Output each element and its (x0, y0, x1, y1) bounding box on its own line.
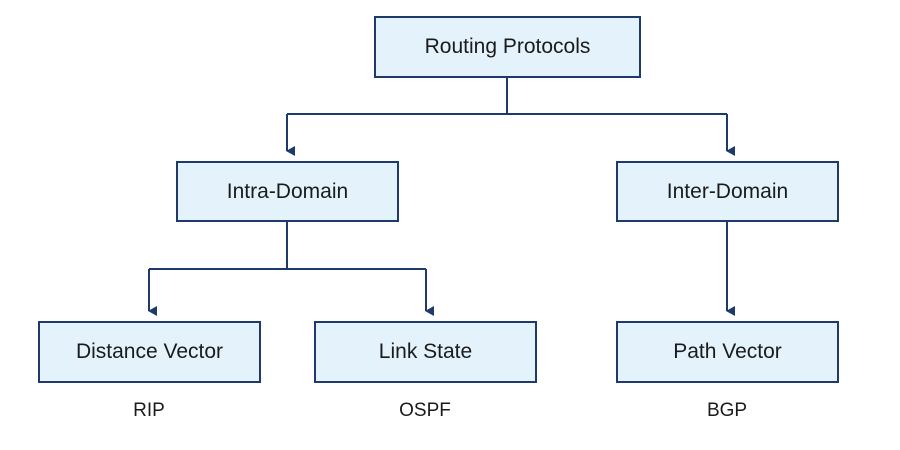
node-link-state: Link State (314, 321, 537, 383)
node-inter-domain-label: Inter-Domain (666, 179, 789, 203)
node-routing-protocols-label: Routing Protocols (424, 35, 591, 58)
node-intra-domain-label: Intra-Domain (226, 179, 349, 203)
example-rip: RIP (133, 400, 165, 421)
node-distance-vector-label: Distance Vector (75, 340, 224, 363)
example-bgp: BGP (706, 400, 748, 421)
example-ospf: OSPF (399, 400, 451, 421)
node-link-state-label: Link State (378, 340, 473, 363)
node-path-vector: Path Vector (616, 321, 839, 383)
node-distance-vector: Distance Vector (38, 321, 261, 383)
node-path-vector-label: Path Vector (673, 340, 782, 363)
node-routing-protocols: Routing Protocols (374, 16, 641, 78)
node-inter-domain: Inter-Domain (616, 161, 839, 222)
node-intra-domain: Intra-Domain (176, 161, 399, 222)
